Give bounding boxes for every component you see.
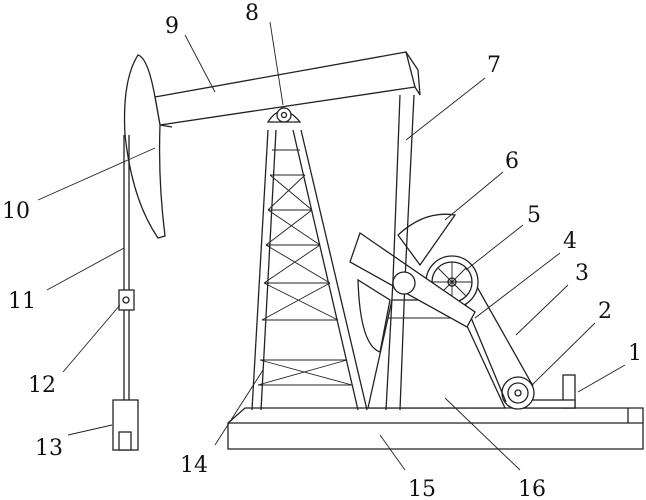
label-7: 7 (487, 53, 501, 78)
label-8: 8 (245, 1, 259, 26)
label-9: 9 (165, 14, 179, 39)
leader-lines (37, 21, 626, 471)
label-3: 3 (575, 261, 589, 286)
label-16: 16 (518, 477, 546, 500)
bridle-cable (123, 135, 130, 400)
motor-pulley (501, 376, 535, 410)
label-4: 4 (563, 229, 577, 254)
label-5: 5 (527, 203, 541, 228)
label-13: 13 (35, 436, 63, 461)
well-head (112, 399, 139, 451)
rod-clamp (118, 289, 135, 311)
samson-post (251, 129, 368, 411)
label-15: 15 (408, 477, 436, 500)
base-platform (227, 407, 644, 450)
label-10: 10 (2, 199, 30, 224)
saddle-bearing (266, 107, 302, 123)
label-11: 11 (8, 289, 36, 314)
label-2: 2 (598, 299, 612, 324)
label-12: 12 (28, 373, 56, 398)
pitman-arm (385, 94, 416, 411)
horse-head (123, 54, 166, 239)
label-6: 6 (505, 149, 519, 174)
counterweight (357, 213, 457, 353)
label-14: 14 (180, 453, 208, 478)
label-1: 1 (628, 341, 642, 366)
